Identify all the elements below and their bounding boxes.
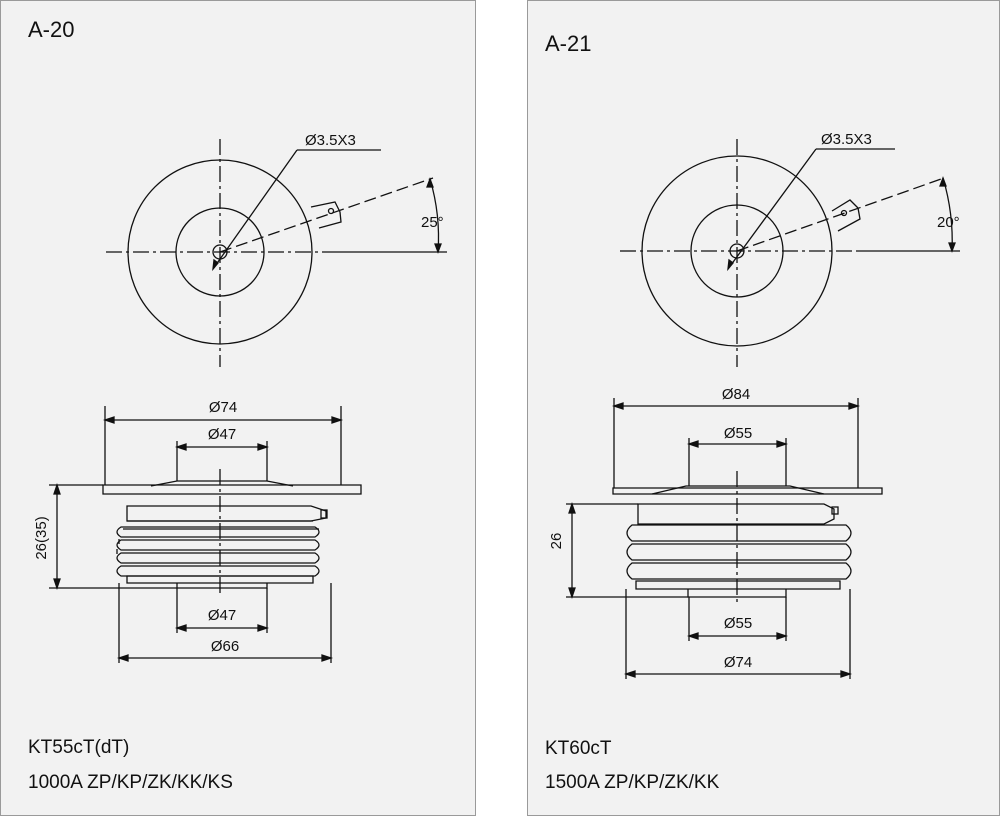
flange [102,484,362,495]
dim-outer-top: Ø74 [209,399,237,416]
dim-outer-top: Ø84 [722,386,750,403]
dim-outer-bottom: Ø74 [724,654,752,671]
dim-inner-top: Ø55 [724,425,752,442]
gate-terminal [310,201,342,229]
panel-a21: A-21 [527,0,1000,816]
dim-height: 26 [548,533,565,550]
panel-a20: A-20 [0,0,476,816]
rating-label: 1000A ZP/KP/ZK/KK/KS [28,772,233,793]
gate-hole-label: Ø3.5X3 [821,131,872,148]
gate-hole-label: Ø3.5X3 [305,132,356,149]
model-label: KT60cT [545,738,612,759]
ceramic-rings [116,526,320,538]
drawing-a20: Ø3.5X3 25° Ø74 Ø47 26(35) Ø47 Ø66 [33,132,447,663]
dim-outer-bottom: Ø66 [211,638,239,655]
angle-label: 20° [937,214,960,231]
drawing-a21: Ø3.5X3 20° Ø84 Ø55 26 Ø55 Ø74 [548,131,960,679]
ceramic-rings [626,524,852,542]
panel-title: A-20 [28,17,75,42]
dim-inner-top: Ø47 [208,426,236,443]
rating-label: 1500A ZP/KP/ZK/KK [545,772,720,793]
flange [612,487,883,495]
dim-height: 26(35) [33,516,50,559]
panel-title: A-21 [545,31,592,56]
model-label: KT55cT(dT) [28,737,130,758]
dim-inner-bottom: Ø55 [724,615,752,632]
dim-inner-bottom: Ø47 [208,607,236,624]
angle-label: 25° [421,214,444,231]
